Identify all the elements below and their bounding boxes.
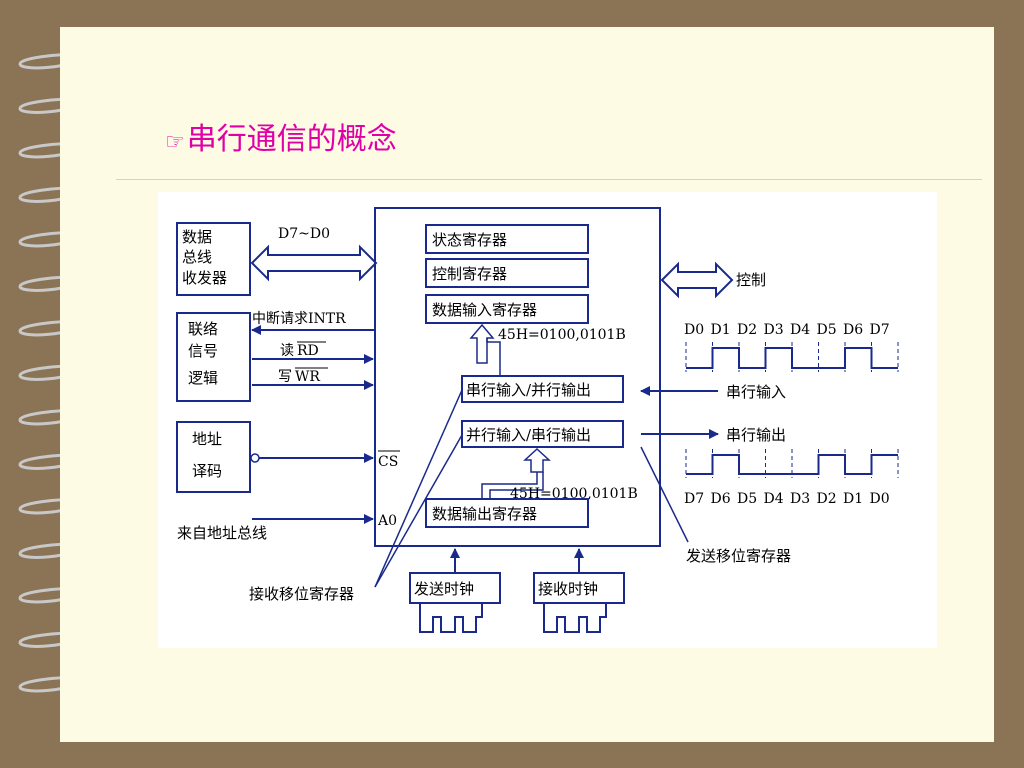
link-signal-logic-box [176, 312, 251, 402]
bit-label: D3 [764, 322, 784, 338]
data-bus-transceiver-box [176, 222, 251, 296]
receive-clock-label: 接收时钟 [538, 580, 598, 598]
receive-shift-register-pointer-a [374, 389, 463, 588]
serial-in-parallel-out-label: 串行输入/并行输出 [466, 381, 591, 399]
serial-in-parallel-out-box [461, 375, 624, 403]
serial-output-waveform [685, 449, 899, 478]
receive-clock-box [533, 572, 625, 604]
status-register-box [425, 224, 589, 254]
data-output-register-label: 数据输出寄存器 [432, 505, 537, 523]
transceiver-line-2: 总线 [182, 248, 212, 266]
bit-label: D6 [711, 491, 731, 507]
bit-label: D4 [764, 491, 784, 507]
output-transfer-path [481, 472, 538, 499]
bit-label: D5 [817, 322, 837, 338]
slide-title-text: 串行通信的概念 [186, 122, 397, 157]
link-logic-line-2: 信号 [188, 342, 218, 360]
send-shift-register-label: 发送移位寄存器 [686, 547, 791, 565]
transceiver-line-1: 数据 [182, 228, 212, 246]
bit-label: D4 [790, 322, 810, 338]
control-double-arrow [660, 261, 734, 299]
data-bus-double-arrow [250, 244, 378, 282]
serial-interface-chip-box [374, 207, 661, 547]
link-logic-line-3: 逻辑 [188, 369, 218, 387]
data-output-register-box [425, 498, 589, 528]
parallel-in-serial-out-box [461, 420, 624, 448]
waveform-line [686, 454, 898, 475]
title-divider [116, 179, 982, 180]
transceiver-line-3: 收发器 [182, 269, 227, 287]
bit-label: D2 [817, 491, 837, 507]
diagram-canvas: 数据 总线 收发器 D7~D0 联络 信号 逻辑 中断请求INTR 读 RD 写… [176, 207, 899, 633]
serial-output-bit-labels: D7 D6 D5 D4 D3 D2 D1 D0 [684, 491, 890, 507]
control-register-box [425, 258, 589, 288]
read-prefix: 读 [280, 342, 294, 359]
pointing-hand-icon: ☞ [165, 130, 185, 155]
hex-input-label: 45H=0100,0101B [498, 327, 626, 343]
bit-label: D7 [684, 491, 704, 507]
slide-title: ☞串行通信的概念 [165, 120, 397, 163]
status-register-label: 状态寄存器 [432, 231, 507, 249]
parallel-in-serial-out-label: 并行输入/串行输出 [466, 426, 591, 444]
control-label: 控制 [736, 271, 766, 289]
bit-label: D0 [684, 322, 704, 338]
send-clock-box [409, 572, 501, 604]
serial-input-waveform [685, 342, 899, 372]
receive-shift-register-label: 接收移位寄存器 [249, 585, 354, 603]
serial-output-label: 串行输出 [726, 426, 786, 444]
bit-label: D1 [843, 491, 863, 507]
bit-label: D7 [870, 322, 890, 338]
serial-input-label: 串行输入 [726, 383, 786, 401]
address-decode-line-2: 译码 [192, 462, 222, 480]
address-decode-box [176, 421, 251, 493]
address-decode-line-1: 地址 [192, 430, 222, 448]
write-signal-label: WR [295, 369, 320, 385]
bit-label: D0 [870, 491, 890, 507]
link-logic-line-1: 联络 [188, 320, 218, 338]
write-prefix: 写 [278, 369, 292, 385]
output-transfer-arrow [523, 447, 551, 473]
bit-label: D3 [790, 491, 810, 507]
control-register-label: 控制寄存器 [432, 265, 507, 283]
cs-signal-label: CS [378, 454, 398, 470]
input-transfer-arrow [469, 323, 495, 364]
data-input-register-box [425, 294, 589, 324]
read-signal-label: RD [297, 343, 319, 359]
waveform-line [686, 347, 898, 369]
bit-label: D1 [711, 322, 731, 338]
bit-label: D2 [737, 322, 757, 338]
input-transfer-path [486, 338, 501, 377]
data-input-register-label: 数据输入寄存器 [432, 301, 537, 319]
bit-label: D5 [737, 491, 757, 507]
send-shift-register-pointer [640, 446, 689, 543]
receive-shift-register-pointer-b [374, 434, 463, 588]
a0-signal-label: A0 [377, 513, 397, 529]
cs-inverter-bubble [250, 453, 260, 463]
interrupt-request-label: 中断请求INTR [252, 311, 346, 327]
output-transfer-path-2 [489, 472, 544, 499]
from-address-bus-label: 来自地址总线 [177, 524, 267, 542]
serial-communication-diagram: 数据 总线 收发器 D7~D0 联络 信号 逻辑 中断请求INTR 读 RD 写… [158, 192, 937, 648]
send-clock-label: 发送时钟 [414, 580, 474, 598]
send-clock-crystal [419, 603, 483, 633]
receive-clock-crystal [543, 603, 607, 633]
bit-label: D6 [843, 322, 863, 338]
d7-d0-label: D7~D0 [278, 226, 330, 242]
serial-input-bit-labels: D0 D1 D2 D3 D4 D5 D6 D7 [684, 322, 890, 338]
